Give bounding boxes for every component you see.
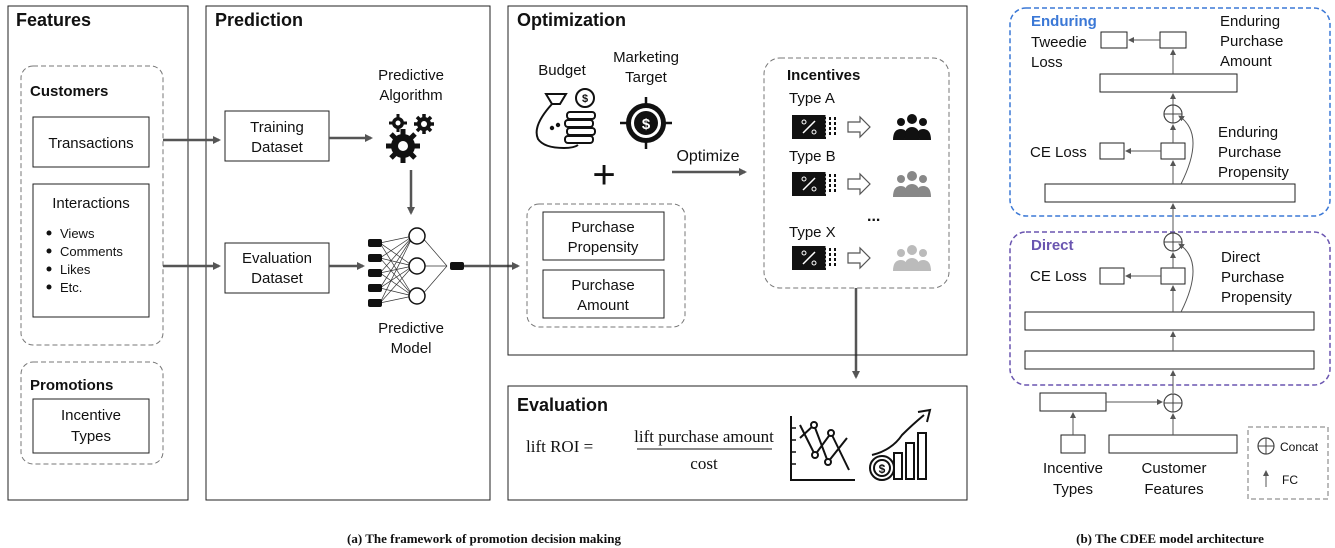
- formula-denominator: cost: [690, 454, 718, 473]
- growth-chart-icon: $: [869, 408, 932, 481]
- target-line1: Marketing: [613, 49, 679, 66]
- tweedie-line2: Loss: [1031, 54, 1063, 71]
- optimize-label: Optimize: [676, 148, 739, 165]
- incentive-type-x: Type X: [789, 224, 836, 241]
- end-ce-loss: CE Loss: [1030, 144, 1087, 161]
- target-line2: Target: [625, 69, 668, 86]
- svg-text:$: $: [582, 93, 588, 105]
- cdee-architecture: Enduring Tweedie Loss Enduring Purchase …: [1009, 7, 1331, 500]
- money-bag-icon: $: [535, 88, 596, 150]
- training-line2: Dataset: [251, 139, 304, 156]
- end-prop-line3: Propensity: [1218, 164, 1289, 181]
- direct-prop-line3: Propensity: [1221, 289, 1292, 306]
- incentive-type-b: Type B: [789, 148, 836, 165]
- input-incentive-line2: Types: [1053, 481, 1093, 498]
- interaction-bullets: Views Comments Likes Etc.: [46, 226, 123, 295]
- svg-text:$: $: [879, 462, 886, 476]
- evaluation-line2: Dataset: [251, 270, 304, 287]
- prediction-panel: Prediction Training Dataset Evaluation D…: [205, 5, 491, 501]
- end-amount-line1: Enduring: [1220, 13, 1280, 30]
- amount-line2: Amount: [577, 297, 630, 314]
- promo-incentive-line1: Incentive: [61, 407, 121, 424]
- legend-concat: Concat: [1280, 440, 1319, 454]
- bullet-comments: Comments: [60, 244, 123, 259]
- evaluation-panel: Evaluation lift ROI = lift purchase amou…: [507, 385, 968, 501]
- legend-box: [1247, 426, 1329, 500]
- end-prop-line1: Enduring: [1218, 124, 1278, 141]
- optimization-panel: Optimization Budget $ Marketing Target $: [507, 5, 968, 356]
- enduring-label: Enduring: [1031, 13, 1097, 30]
- transactions-label: Transactions: [48, 135, 133, 152]
- model-line2: Model: [391, 340, 432, 357]
- incentives-title: Incentives: [787, 67, 860, 84]
- coupon-icon: [792, 172, 836, 196]
- incentive-type-a: Type A: [789, 90, 835, 107]
- caption-left: (a) The framework of promotion decision …: [347, 531, 621, 546]
- line-chart-icon: [790, 416, 855, 481]
- target-icon: $: [620, 97, 672, 149]
- direct-label: Direct: [1031, 237, 1074, 254]
- amount-line1: Purchase: [571, 277, 634, 294]
- people-group-icon: [893, 114, 931, 140]
- arrow-right-icon: [847, 115, 871, 139]
- bullet-likes: Likes: [60, 262, 91, 277]
- prediction-title: Prediction: [215, 10, 303, 30]
- coupon-icon: [792, 246, 836, 270]
- customers-title: Customers: [30, 83, 108, 100]
- end-amount-line3: Amount: [1220, 53, 1273, 70]
- bullet-etc: Etc.: [60, 280, 82, 295]
- promo-incentive-line2: Types: [71, 428, 111, 445]
- evaluation-title: Evaluation: [517, 395, 608, 415]
- tweedie-line1: Tweedie: [1031, 34, 1087, 51]
- training-line1: Training: [250, 119, 304, 136]
- bullet-views: Views: [60, 226, 95, 241]
- propensity-line2: Propensity: [568, 239, 639, 256]
- features-title: Features: [16, 10, 91, 30]
- direct-prop-line2: Purchase: [1221, 269, 1284, 286]
- end-amount-line2: Purchase: [1220, 33, 1283, 50]
- direct-ce-loss: CE Loss: [1030, 268, 1087, 285]
- people-group-icon: [893, 245, 931, 271]
- arrow-right-icon: [847, 172, 871, 196]
- optimization-title: Optimization: [517, 10, 626, 30]
- caption-right: (b) The CDEE model architecture: [1076, 531, 1264, 546]
- neural-network-icon: [368, 227, 464, 307]
- plus-sign: +: [592, 153, 615, 197]
- arrow-right-icon: [847, 246, 871, 270]
- algorithm-line2: Algorithm: [379, 87, 442, 104]
- formula-numerator: lift purchase amount: [634, 427, 774, 446]
- features-panel: Features Customers Transactions Interact…: [7, 5, 189, 501]
- legend-fc: FC: [1282, 473, 1298, 487]
- input-incentive-line1: Incentive: [1043, 460, 1103, 477]
- model-line1: Predictive: [378, 320, 444, 337]
- gears-icon: [386, 114, 434, 163]
- evaluation-line1: Evaluation: [242, 250, 312, 267]
- flow-arrows: [163, 134, 860, 379]
- input-customer-line1: Customer: [1141, 460, 1206, 477]
- end-prop-line2: Purchase: [1218, 144, 1281, 161]
- coupon-icon: [792, 115, 836, 139]
- people-group-icon: [893, 171, 931, 197]
- interactions-label: Interactions: [52, 195, 130, 212]
- promotions-title: Promotions: [30, 377, 113, 394]
- algorithm-line1: Predictive: [378, 67, 444, 84]
- formula-lhs: lift ROI =: [526, 437, 593, 456]
- incentive-ellipsis: ...: [867, 208, 880, 225]
- svg-text:$: $: [642, 116, 651, 133]
- propensity-line1: Purchase: [571, 219, 634, 236]
- budget-label: Budget: [538, 62, 586, 79]
- direct-prop-line1: Direct: [1221, 249, 1261, 266]
- input-customer-line2: Features: [1144, 481, 1203, 498]
